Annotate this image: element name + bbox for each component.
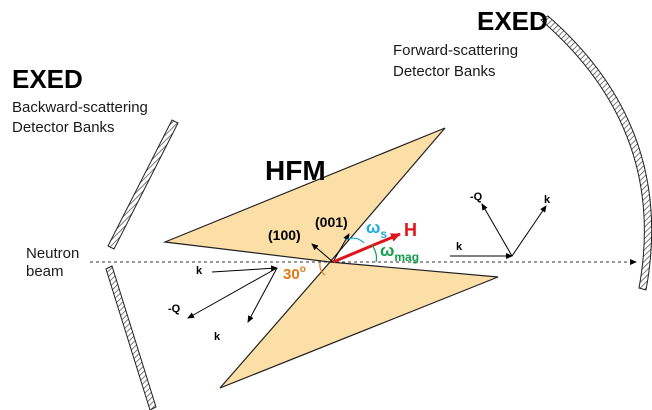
k-label-right-top: k <box>544 194 551 206</box>
field-H-label: H <box>404 220 417 240</box>
omega-mag-arc <box>371 244 378 263</box>
backward-detector-bank-lower <box>105 265 157 410</box>
exed-backward-title: EXED <box>12 64 83 94</box>
forward-detector-bank <box>540 15 652 291</box>
hfm-title: HFM <box>265 155 326 186</box>
field-H-vector <box>332 232 401 264</box>
exed-backward-line2: Detector Banks <box>12 119 115 136</box>
scattered-k-vector-right <box>511 205 547 257</box>
direction-100-vector <box>311 243 334 263</box>
scattered-k-vector-left <box>247 267 278 323</box>
thirty-degree-value: 30 <box>283 266 300 283</box>
negQ-vector-right <box>481 203 513 257</box>
k-vector-left <box>211 265 278 273</box>
direction-001-vector <box>332 233 350 263</box>
exed-forward-title: EXED <box>477 6 548 36</box>
neutron-beam-label-line2: beam <box>26 263 64 280</box>
omega-s-symbol: ω <box>366 218 380 237</box>
omega-s-label: ωs <box>366 218 387 241</box>
exed-forward-line2: Detector Banks <box>393 63 496 80</box>
degree-symbol: o <box>300 264 306 275</box>
negQ-vector-left <box>187 267 278 319</box>
direction-100-label: (100) <box>268 227 301 243</box>
thirty-degree-label: 30o <box>283 264 306 283</box>
k-label-right: k <box>456 241 463 253</box>
omega-s-subscript: s <box>380 227 387 241</box>
negQ-label-right: -Q <box>470 191 483 203</box>
omega-mag-subscript: mag <box>394 250 419 264</box>
negQ-label-left: -Q <box>168 303 181 315</box>
thirty-degree-arc <box>319 261 326 276</box>
omega-mag-symbol: ω <box>380 241 394 260</box>
k-label-left-bottom: k <box>214 331 221 343</box>
backward-detector-bank-upper <box>107 119 179 250</box>
exed-forward-line1: Forward-scattering <box>393 42 518 59</box>
exed-backward-line1: Backward-scattering <box>12 99 148 116</box>
omega-mag-label: ωmag <box>380 241 419 264</box>
hfm-magnet-upper-pole <box>162 127 446 263</box>
omega-s-arc <box>345 237 365 244</box>
neutron-beam-label-line1: Neutron <box>26 245 79 262</box>
hfm-magnet-lower-pole <box>219 261 499 389</box>
k-label-left: k <box>196 265 203 277</box>
direction-001-label: (001) <box>315 214 348 230</box>
